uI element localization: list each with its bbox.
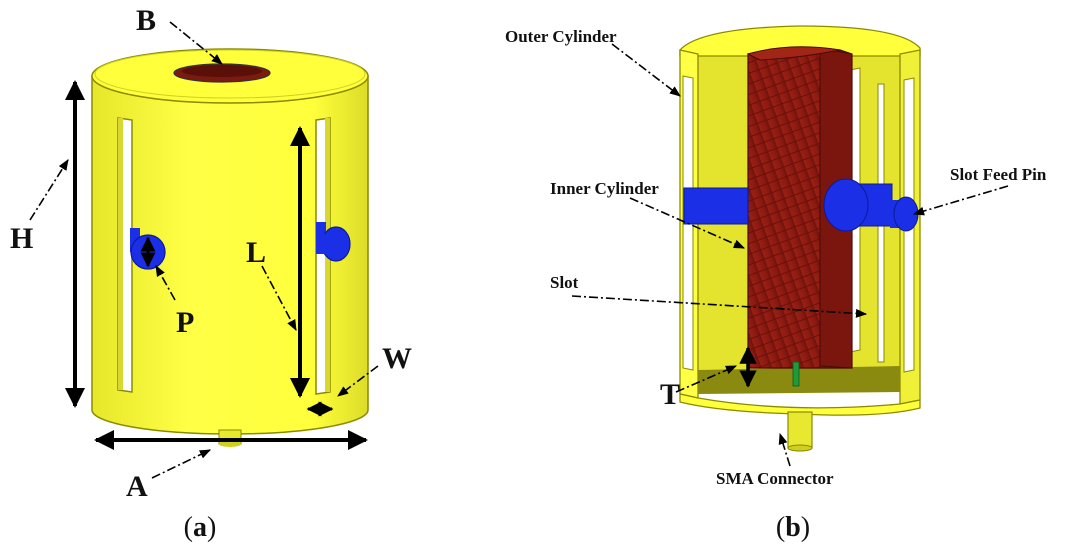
label-L: L [246,236,266,269]
label-slot: Slot [550,273,579,292]
label-P: P [176,306,194,339]
sma-connector-b [787,411,813,452]
label-W: W [382,342,412,375]
label-inner-cylinder: Inner Cylinder [550,179,659,198]
leader-outer-cylinder [611,43,681,97]
leader-W [337,365,379,397]
leader-sma [778,432,791,467]
leader-slot-feed-pin [912,185,1009,216]
leader-P [155,265,176,301]
leader-inner-cylinder [629,197,746,249]
leader-T [675,365,738,393]
label-B: B [136,4,156,37]
leader-slot [571,295,868,318]
panel-b: Outer Cylinder Inner Cylinder Slot Slot … [505,25,1047,543]
label-slot-feed-pin: Slot Feed Pin [950,165,1047,184]
leader-L [261,265,297,331]
slot-left-a [117,117,133,393]
panel-a: B H P L W A (a) [10,4,412,543]
label-A: A [126,470,148,503]
label-sma-connector: SMA Connector [716,469,834,488]
green-pin-b [792,361,800,387]
leader-H [29,159,69,221]
label-T: T [660,378,680,411]
slot-right-a [315,117,331,395]
label-H: H [10,222,33,255]
label-outer-cylinder: Outer Cylinder [505,27,617,46]
leader-A [151,449,212,479]
caption-a: (a) [184,512,217,543]
caption-b: (b) [776,512,810,543]
leader-B [169,21,223,65]
